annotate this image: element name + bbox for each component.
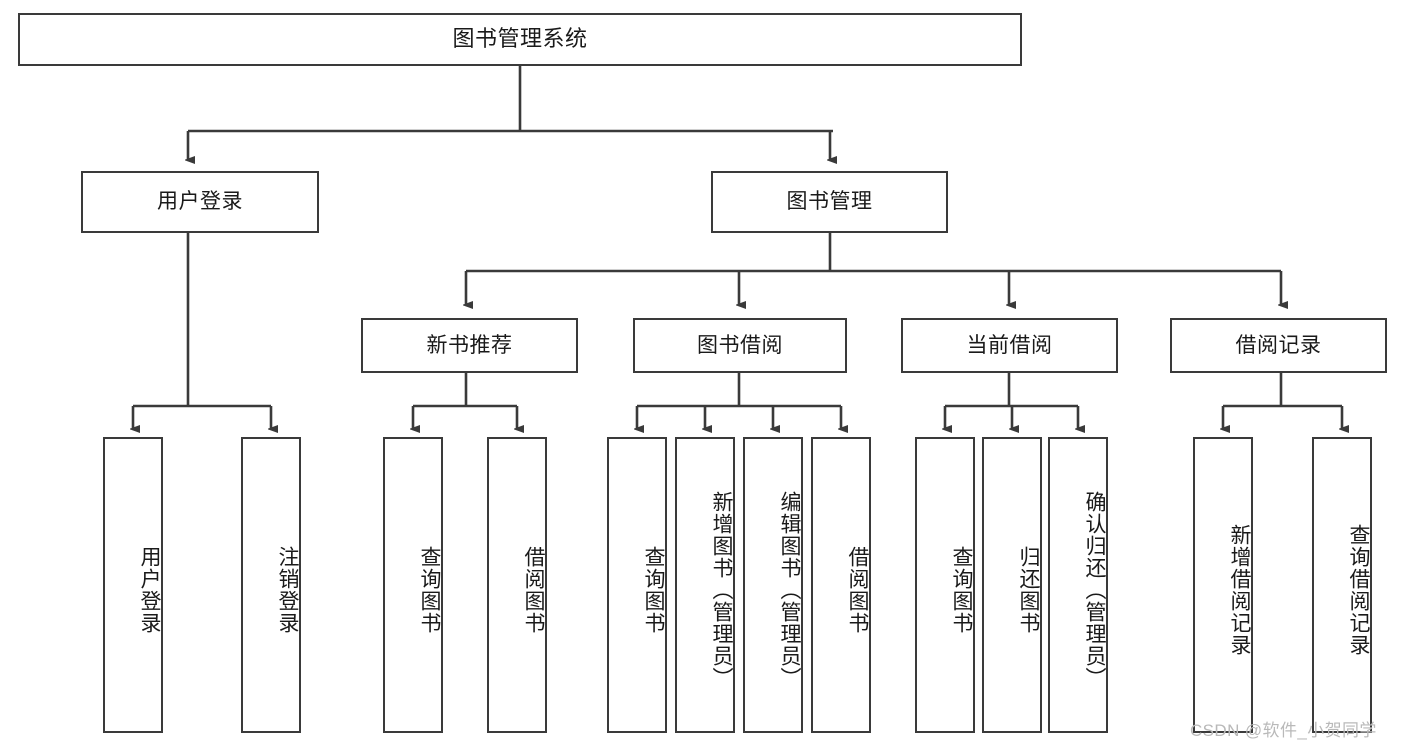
- node-label: 查询借阅记录: [1347, 524, 1370, 656]
- node-label: 确认归还（管理员）: [1083, 491, 1106, 689]
- node-user-login[interactable]: 用户登录: [81, 171, 319, 233]
- node-book-borrow[interactable]: 图书借阅: [633, 318, 847, 373]
- node-root-book-management-system[interactable]: 图书管理系统: [18, 13, 1022, 66]
- leaf-return-book[interactable]: 归还图书: [982, 437, 1042, 733]
- leaf-borrow-book-new-book[interactable]: 借阅图书: [487, 437, 547, 733]
- node-label: 查询图书: [642, 546, 665, 634]
- leaf-query-borrow-record[interactable]: 查询借阅记录: [1312, 437, 1372, 733]
- leaf-user-login[interactable]: 用户登录: [103, 437, 163, 733]
- leaf-query-book-current[interactable]: 查询图书: [915, 437, 975, 733]
- node-new-book-recommend[interactable]: 新书推荐: [361, 318, 578, 373]
- node-label: 新增借阅记录: [1228, 524, 1251, 656]
- leaf-borrow-book-borrow[interactable]: 借阅图书: [811, 437, 871, 733]
- node-label: 注销登录: [276, 546, 299, 634]
- leaf-add-book-admin[interactable]: 新增图书（管理员）: [675, 437, 735, 733]
- node-label: 查询图书: [950, 546, 973, 634]
- node-label: 新书推荐: [426, 333, 513, 357]
- node-label: 归还图书: [1017, 546, 1040, 634]
- node-label: 图书管理系统: [452, 26, 588, 52]
- csdn-watermark: CSDN @软件_小贺同学: [1190, 721, 1377, 740]
- node-label: 查询图书: [418, 546, 441, 634]
- leaf-query-book-new-book[interactable]: 查询图书: [383, 437, 443, 733]
- node-label: 新增图书（管理员）: [710, 491, 733, 689]
- node-current-borrow[interactable]: 当前借阅: [901, 318, 1118, 373]
- node-label: 图书借阅: [697, 333, 783, 357]
- leaf-query-book-borrow[interactable]: 查询图书: [607, 437, 667, 733]
- node-book-management[interactable]: 图书管理: [711, 171, 948, 233]
- node-borrow-record[interactable]: 借阅记录: [1170, 318, 1387, 373]
- node-label: 当前借阅: [966, 333, 1053, 357]
- leaf-add-borrow-record[interactable]: 新增借阅记录: [1193, 437, 1253, 733]
- node-label: 借阅记录: [1235, 333, 1322, 357]
- node-label: 用户登录: [138, 546, 161, 634]
- node-label: 图书管理: [786, 190, 873, 214]
- node-label: 借阅图书: [522, 546, 545, 634]
- leaf-confirm-return-admin[interactable]: 确认归还（管理员）: [1048, 437, 1108, 733]
- leaf-edit-book-admin[interactable]: 编辑图书（管理员）: [743, 437, 803, 733]
- node-label: 编辑图书（管理员）: [778, 491, 801, 689]
- leaf-logout-login[interactable]: 注销登录: [241, 437, 301, 733]
- node-label: 用户登录: [157, 190, 243, 214]
- node-label: 借阅图书: [846, 546, 869, 634]
